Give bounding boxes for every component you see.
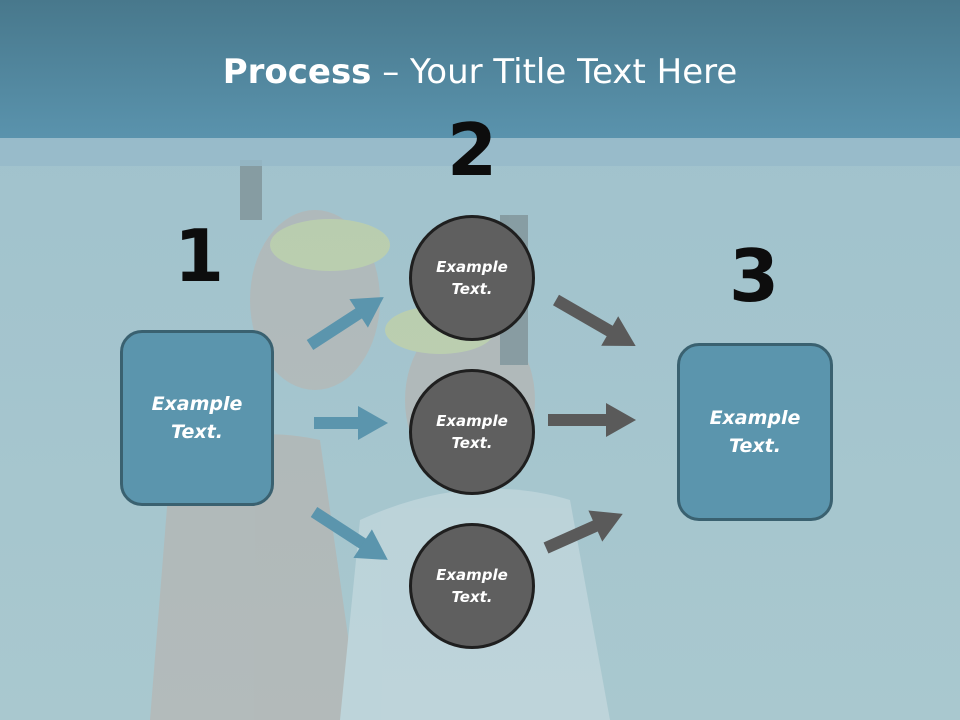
title-bar — [0, 0, 960, 138]
step-3-number: 3 — [728, 234, 780, 318]
step-2-circle-middle: Example Text. — [409, 369, 535, 495]
step-2-circle-bottom: Example Text. — [409, 523, 535, 649]
step-1-label: Example Text. — [151, 392, 243, 444]
title-bold: Process — [222, 52, 372, 92]
arrow-1-to-2b — [314, 406, 388, 440]
arrow-1-to-2c — [310, 506, 388, 560]
slide-title: Process – Your Title Text Here — [0, 52, 960, 92]
step-2-label-top: Example Text. — [436, 257, 508, 299]
arrow-2a-to-3 — [553, 294, 636, 346]
step-2-circle-top: Example Text. — [409, 215, 535, 341]
step-3-box: Example Text. — [677, 343, 833, 521]
title-rest: – Your Title Text Here — [371, 52, 738, 92]
arrow-1-to-2a — [306, 297, 384, 351]
title-bar-band — [0, 138, 960, 166]
step-2-label-bottom: Example Text. — [436, 565, 508, 607]
step-1-number: 1 — [173, 214, 225, 298]
step-2-number: 2 — [446, 108, 498, 192]
step-1-box: Example Text. — [120, 330, 274, 506]
arrow-2c-to-3 — [543, 510, 623, 554]
step-2-label-middle: Example Text. — [436, 411, 508, 453]
arrow-2b-to-3 — [548, 403, 636, 437]
step-3-label: Example Text. — [709, 406, 801, 458]
